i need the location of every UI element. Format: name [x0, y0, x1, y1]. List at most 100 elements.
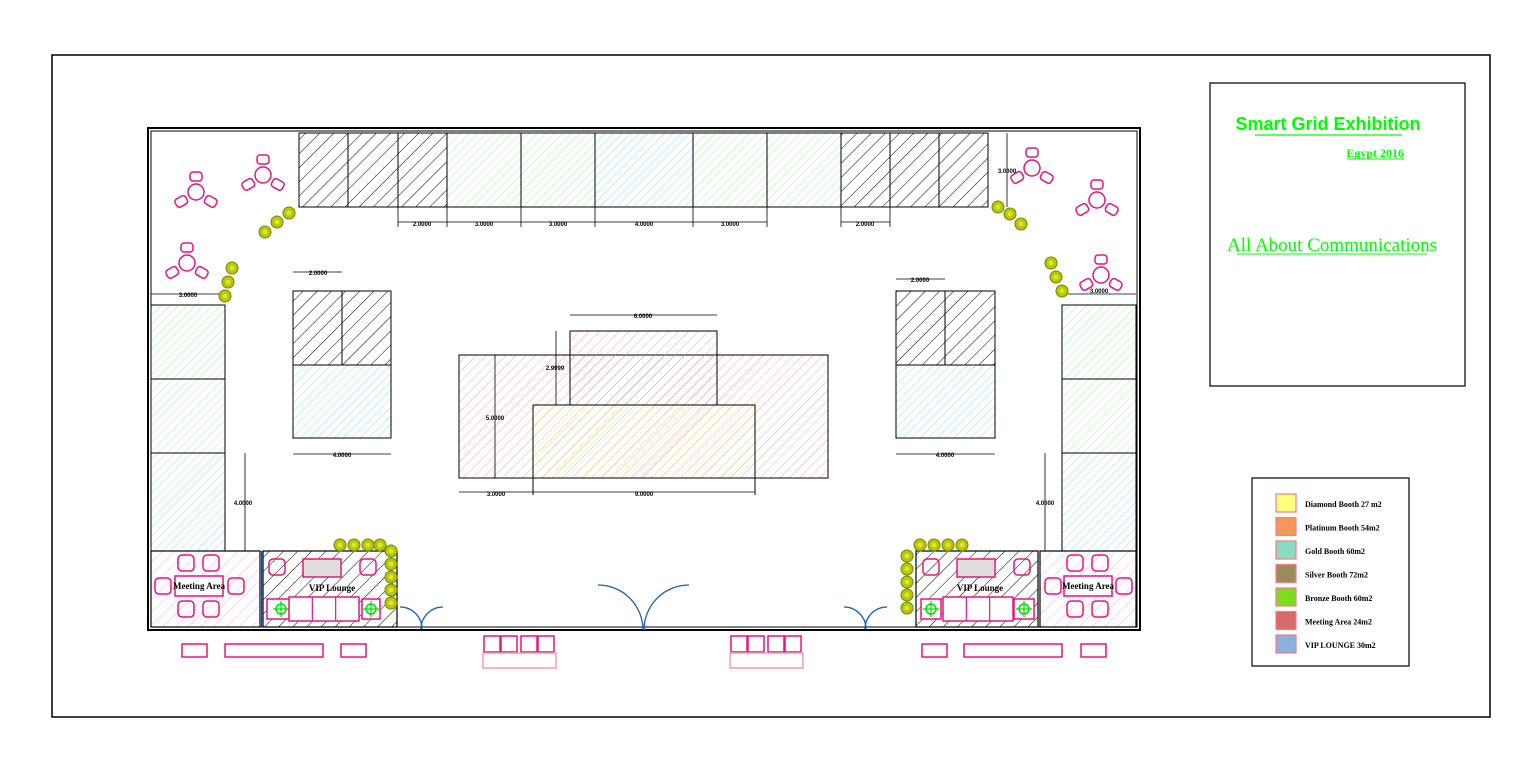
dim-label: 5.0000 [486, 416, 505, 422]
dim-label: 3.0000 [487, 492, 506, 498]
dim-label: 4.0000 [1036, 501, 1055, 507]
shrub-icon [1044, 256, 1058, 270]
table-chairs-icon [1009, 147, 1055, 186]
dim-label: 4.0000 [333, 453, 352, 459]
legend-swatch [1275, 563, 1297, 584]
booth-bronze [766, 132, 842, 208]
booth-diamond [532, 404, 756, 479]
shrub-icon [900, 601, 914, 615]
top-booth-row [298, 132, 989, 208]
dim-label: 4.0000 [635, 222, 654, 228]
shrub-icon [900, 575, 914, 589]
legend-label: Gold Booth 60m2 [1305, 547, 1365, 556]
shrub-icon [1049, 270, 1063, 284]
shrub-icon [282, 206, 296, 220]
booth-silver [840, 132, 891, 208]
table-chairs-icon [1074, 179, 1120, 218]
shrub-icon [384, 544, 398, 558]
booth-bronze [692, 132, 768, 208]
meeting-area-label: Meeting Area [173, 581, 226, 591]
shrub-icon [900, 588, 914, 602]
sofa-icon [942, 596, 1014, 622]
dim-label: 6.0000 [634, 314, 653, 320]
table-chairs-icon [164, 242, 210, 281]
shrub-icon [927, 538, 941, 552]
legend-label: Platinum Booth 54m2 [1305, 524, 1380, 533]
booth-platinum [569, 330, 718, 406]
legend-swatch [1275, 493, 1297, 513]
exhibition-title: Smart Grid Exhibition [1235, 114, 1420, 134]
dim-label: 4.0000 [234, 501, 253, 507]
top-dimensions [397, 133, 1008, 227]
meeting-area-label: Meeting Area [1062, 581, 1115, 591]
shrub-icon [373, 538, 387, 552]
outside-benches [181, 635, 1107, 669]
table-chairs-icon [173, 171, 219, 210]
table-chairs-icon [240, 154, 286, 193]
booth-bronze [446, 132, 522, 208]
booth-silver [938, 132, 989, 208]
furniture [154, 554, 1133, 622]
vip-lounge-label: VIP Lounge [309, 583, 355, 593]
legend-swatch [1275, 587, 1297, 607]
dim-label: 2.0000 [413, 222, 432, 228]
shrub-icon [270, 215, 284, 229]
shrub-icon [384, 570, 398, 584]
vip-lounge-label: VIP Lounge [957, 583, 1003, 593]
legend-label: Bronze Booth 60m2 [1305, 594, 1372, 603]
dim-label: 9.0000 [635, 492, 654, 498]
shrub-icon [221, 275, 235, 289]
left-booth-column [150, 293, 246, 552]
shrub-icon [991, 200, 1005, 214]
sheet-border [51, 54, 1491, 718]
exhibition-subtitle: Egypt 2016 [1346, 146, 1404, 160]
dim-label: 3.0000 [998, 169, 1017, 175]
dim-label: 2.0000 [856, 222, 875, 228]
booth-silver [397, 132, 448, 208]
shrub-icon [1014, 217, 1028, 231]
booth-silver [889, 132, 940, 208]
sofa-icon [288, 596, 360, 622]
legend: Diamond Booth 27 m2 Platinum Booth 54m2Go… [1251, 477, 1410, 667]
shrub-icon [218, 289, 232, 303]
shrub-icon [384, 557, 398, 571]
shrub-icon [384, 596, 398, 610]
legend-label: Meeting Area 24m2 [1305, 618, 1372, 627]
legend-swatch [1275, 634, 1297, 654]
booth-vip [594, 132, 694, 208]
left-island [292, 271, 392, 455]
right-island [895, 278, 996, 455]
legend-label: Silver Booth 72m2 [1305, 571, 1368, 580]
legend-swatch [1275, 610, 1297, 631]
dim-label: 4.0000 [936, 453, 955, 459]
dim-label: 2.9999 [546, 366, 565, 372]
dim-label: 2.0000 [309, 271, 328, 277]
dim-label: 3.0000 [549, 222, 568, 228]
shrub-icon [941, 538, 955, 552]
shrub-icon [1055, 284, 1069, 298]
shrub-icon [258, 225, 272, 239]
legend-swatch [1275, 516, 1297, 537]
shrub-icon [225, 261, 239, 275]
title-block: Smart Grid Exhibition Egypt 2016 All Abo… [1209, 82, 1466, 387]
dim-label: 3.0000 [475, 222, 494, 228]
shrub-icon [384, 583, 398, 597]
dim-label: 3.0000 [1090, 289, 1109, 295]
legend-label: Diamond Booth 27 m2 [1305, 500, 1382, 509]
shrub-icon [900, 549, 914, 563]
exhibition-tagline: All About Communications [1227, 235, 1437, 256]
right-booth-column [1044, 293, 1137, 552]
legend-label: VIP LOUNGE 30m2 [1305, 641, 1376, 650]
dim-label: 3.0000 [179, 293, 198, 299]
legend-swatch [1275, 540, 1297, 560]
shrub-icon [1003, 207, 1017, 221]
shrub-icon [347, 538, 361, 552]
shrub-icon [913, 538, 927, 552]
center-booths [458, 314, 829, 495]
shrub-icon [900, 562, 914, 576]
booth-silver [298, 132, 349, 208]
doors [399, 584, 888, 631]
dim-label: 2.0000 [911, 278, 930, 284]
shrub-icon [955, 538, 969, 552]
